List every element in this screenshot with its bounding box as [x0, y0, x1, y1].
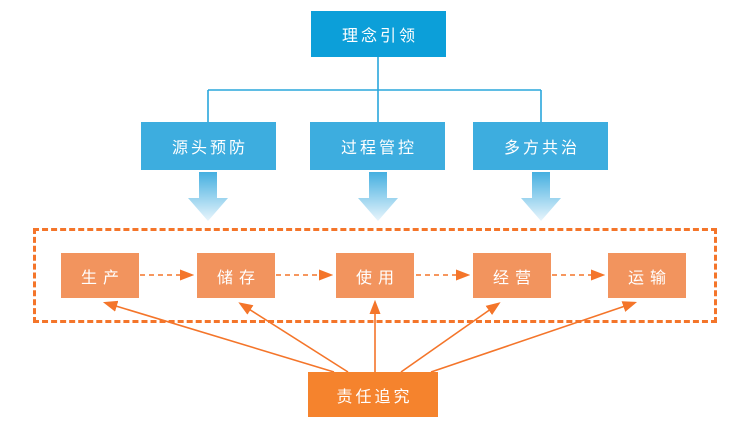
process-dashed-frame [33, 228, 717, 323]
hierarchy-tree-lines [207, 57, 542, 122]
node-multi-party-governance: 多方共治 [473, 122, 608, 170]
node-transport: 运输 [608, 253, 686, 298]
node-production: 生产 [61, 253, 139, 298]
node-process-control: 过程管控 [310, 122, 445, 170]
node-usage: 使用 [336, 253, 414, 298]
down-block-arrow [358, 172, 398, 221]
down-block-arrow [188, 172, 228, 221]
node-operation: 经营 [473, 253, 551, 298]
node-concept-leading: 理念引领 [311, 11, 446, 57]
accountability-arrows [102, 299, 638, 373]
node-storage: 储存 [197, 253, 275, 298]
node-source-prevention: 源头预防 [141, 122, 276, 170]
down-block-arrow [521, 172, 561, 221]
node-accountability: 责任追究 [308, 372, 438, 417]
